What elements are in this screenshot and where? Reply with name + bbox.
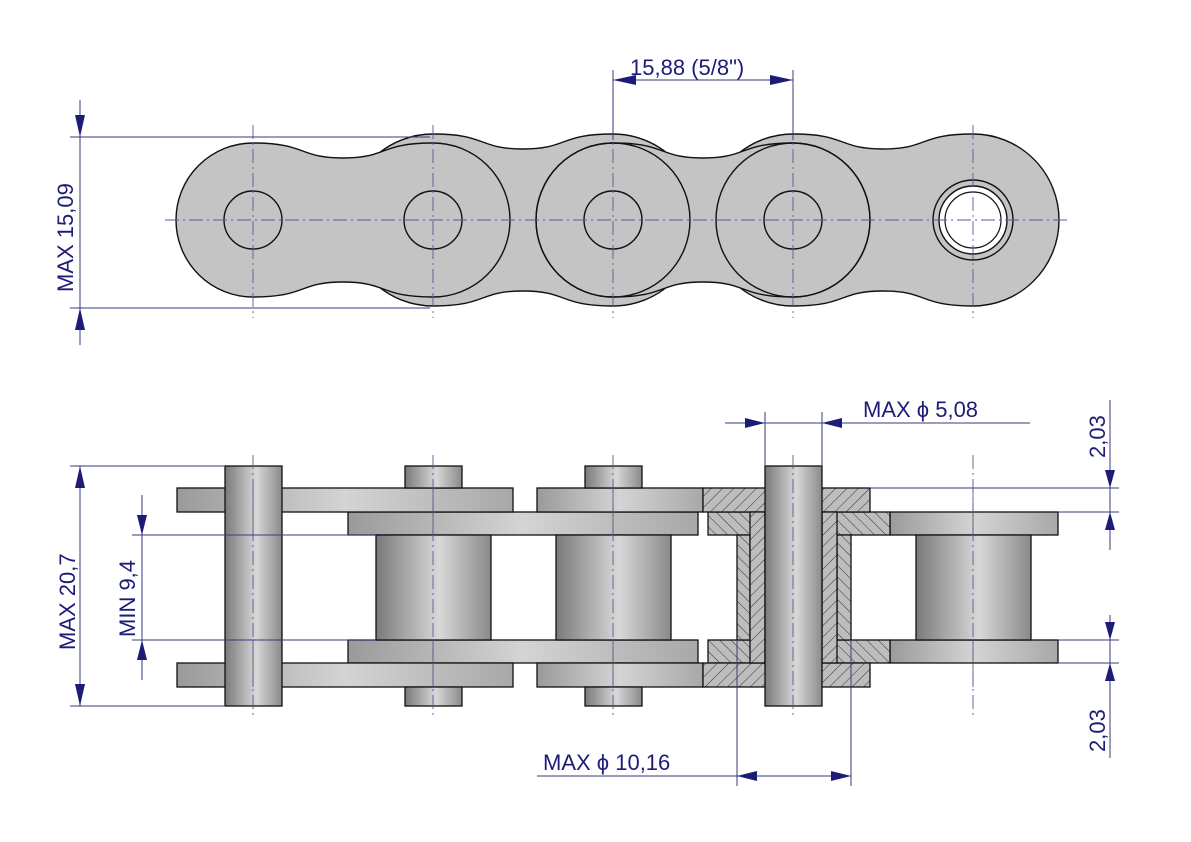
outer-plate <box>536 662 704 688</box>
plate-thickness-top-dimension: 2,03 <box>1085 415 1110 458</box>
inner-plate <box>347 511 699 536</box>
roller <box>915 534 1032 641</box>
roller-diameter-dimension: MAX ϕ 10,16 <box>543 750 670 775</box>
inner-plate <box>347 639 699 664</box>
plate-thickness-bottom-dimension: 2,03 <box>1085 709 1110 752</box>
overall-width-dimension: MAX 20,7 <box>55 553 80 650</box>
pin-diameter-dimension: MAX ϕ 5,08 <box>863 397 978 422</box>
pin <box>224 465 283 707</box>
roller <box>375 534 492 641</box>
inner-plate <box>889 511 1059 536</box>
pin-end <box>584 465 643 489</box>
outer-plate <box>536 487 704 513</box>
top-view <box>165 125 1070 318</box>
pin-end <box>404 465 463 489</box>
dimensions: 15,88 (5/8") MAX 15,09 MAX ϕ 5,08 2,03 2… <box>53 55 1119 786</box>
inner-plate <box>889 639 1059 664</box>
side-view <box>176 455 1059 715</box>
bushing-section <box>821 511 838 664</box>
pitch-dimension: 15,88 (5/8") <box>630 55 744 80</box>
pin-end <box>404 686 463 707</box>
plate-height-dimension: MAX 15,09 <box>53 183 78 292</box>
pin-end <box>584 686 643 707</box>
roller <box>555 534 672 641</box>
bushing-section <box>749 511 766 664</box>
inner-width-dimension: MIN 9,4 <box>115 560 140 637</box>
pin-section <box>764 465 823 707</box>
roller-section <box>736 534 751 641</box>
roller-section <box>836 534 852 641</box>
